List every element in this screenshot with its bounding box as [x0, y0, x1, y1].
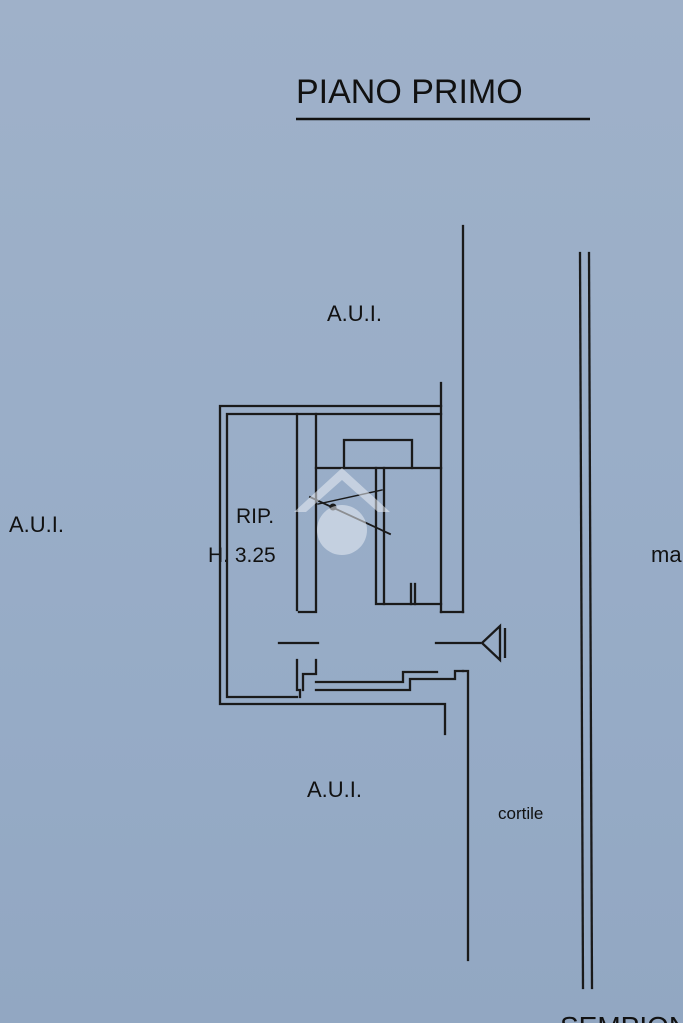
wall-outer: [218, 404, 447, 736]
label-aui-bottom: A.U.I.: [307, 777, 362, 802]
courtyard-label: cortile: [498, 804, 543, 823]
stair-landing: [342, 438, 414, 470]
label-aui-left: A.U.I.: [9, 512, 64, 537]
street-line-1: [578, 251, 585, 990]
wall-courtyard: [461, 669, 470, 962]
room-name: RIP.: [236, 505, 274, 528]
stair-rail: [374, 466, 386, 606]
wall-outer-inner: [225, 412, 443, 699]
right-edge-text: ma: [651, 542, 682, 567]
room-wall-lower: [295, 658, 302, 699]
stair-line: [317, 489, 383, 505]
wall-bottom-step: [314, 669, 465, 692]
plan-title: PIANO PRIMO: [296, 73, 523, 111]
wall-bottom-step-inner: [314, 670, 439, 684]
bottom-edge-text: SEMPIONE: [560, 1011, 683, 1023]
label-aui-top: A.U.I.: [327, 301, 382, 326]
house-logo-icon: [294, 468, 390, 555]
partition-lower: [301, 658, 318, 692]
street-line-2: [587, 251, 594, 990]
walls: [218, 224, 594, 990]
partition-left: [297, 412, 318, 614]
entry-arrow-icon: [480, 623, 507, 663]
room-height: H. 3.25: [208, 544, 276, 567]
